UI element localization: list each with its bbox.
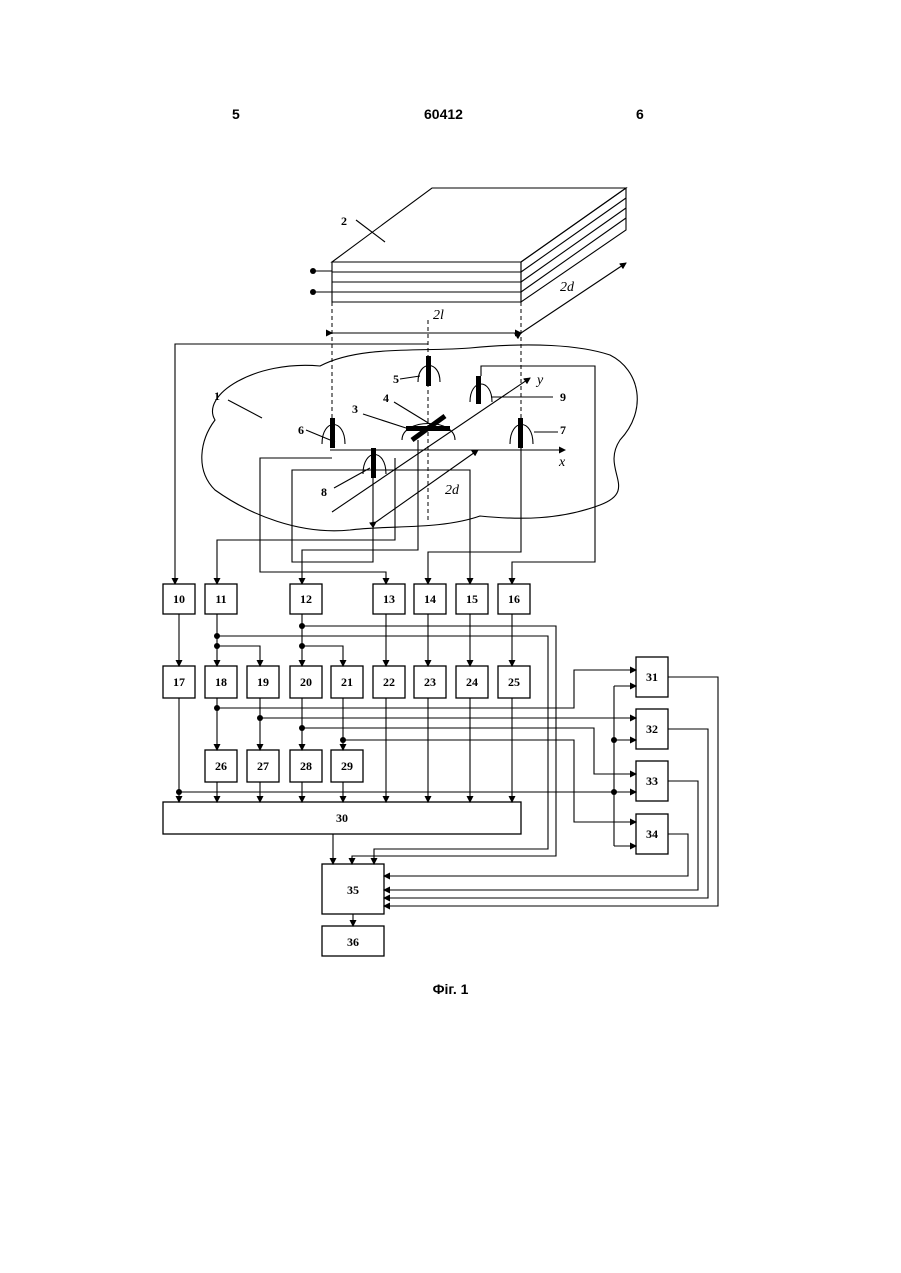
block-34-label: 34: [646, 827, 658, 841]
dimension-2d-top: 2d: [560, 280, 575, 295]
sensor-3-label: 3: [352, 402, 358, 416]
sensor-9: [470, 376, 492, 404]
block-row-3: [205, 750, 363, 782]
figure-caption: Фіг. 1: [0, 981, 901, 997]
block-column-right: [636, 657, 668, 854]
axis-x-label: x: [558, 455, 566, 470]
axis-y-label: y: [535, 373, 544, 388]
sensor-8: [363, 448, 386, 478]
block-22-label: 22: [383, 675, 395, 689]
dimension-2l: 2l: [433, 308, 444, 323]
block-13-label: 13: [383, 592, 395, 606]
block-24-label: 24: [466, 675, 478, 689]
block-29-label: 29: [341, 759, 353, 773]
block-17-label: 17: [173, 675, 185, 689]
block-18-label: 18: [215, 675, 227, 689]
block-30-label: 30: [336, 811, 348, 825]
block-35-label: 35: [347, 883, 359, 897]
block-12-label: 12: [300, 592, 312, 606]
block-28-label: 28: [300, 759, 312, 773]
sensor-6: [322, 418, 345, 448]
body-label: 1: [214, 389, 220, 403]
sensor-7-label: 7: [560, 423, 566, 437]
block-20-label: 20: [300, 675, 312, 689]
plate-label: 2: [341, 214, 347, 228]
block-10-label: 10: [173, 592, 185, 606]
block-25-label: 25: [508, 675, 520, 689]
sensor-8-label: 8: [321, 485, 327, 499]
dimension-2d-plane: 2d: [445, 483, 460, 498]
block-31-label: 31: [646, 670, 658, 684]
block-27-label: 27: [257, 759, 269, 773]
plate-2: [310, 188, 626, 302]
block-14-label: 14: [424, 592, 436, 606]
block-32-label: 32: [646, 722, 658, 736]
block-16-label: 16: [508, 592, 520, 606]
sensor-9-label: 9: [560, 390, 566, 404]
sensor-5-label: 5: [393, 372, 399, 386]
block-11-label: 11: [215, 592, 226, 606]
sensor-5: [418, 356, 440, 386]
block-36-label: 36: [347, 935, 359, 949]
block-33-label: 33: [646, 774, 658, 788]
sensor-6-label: 6: [298, 423, 304, 437]
block-26-label: 26: [215, 759, 227, 773]
block-21-label: 21: [341, 675, 353, 689]
sensor-4-label: 4: [383, 391, 389, 405]
block-15-label: 15: [466, 592, 478, 606]
block-19-label: 19: [257, 675, 269, 689]
sensor-7: [510, 418, 533, 448]
block-23-label: 23: [424, 675, 436, 689]
